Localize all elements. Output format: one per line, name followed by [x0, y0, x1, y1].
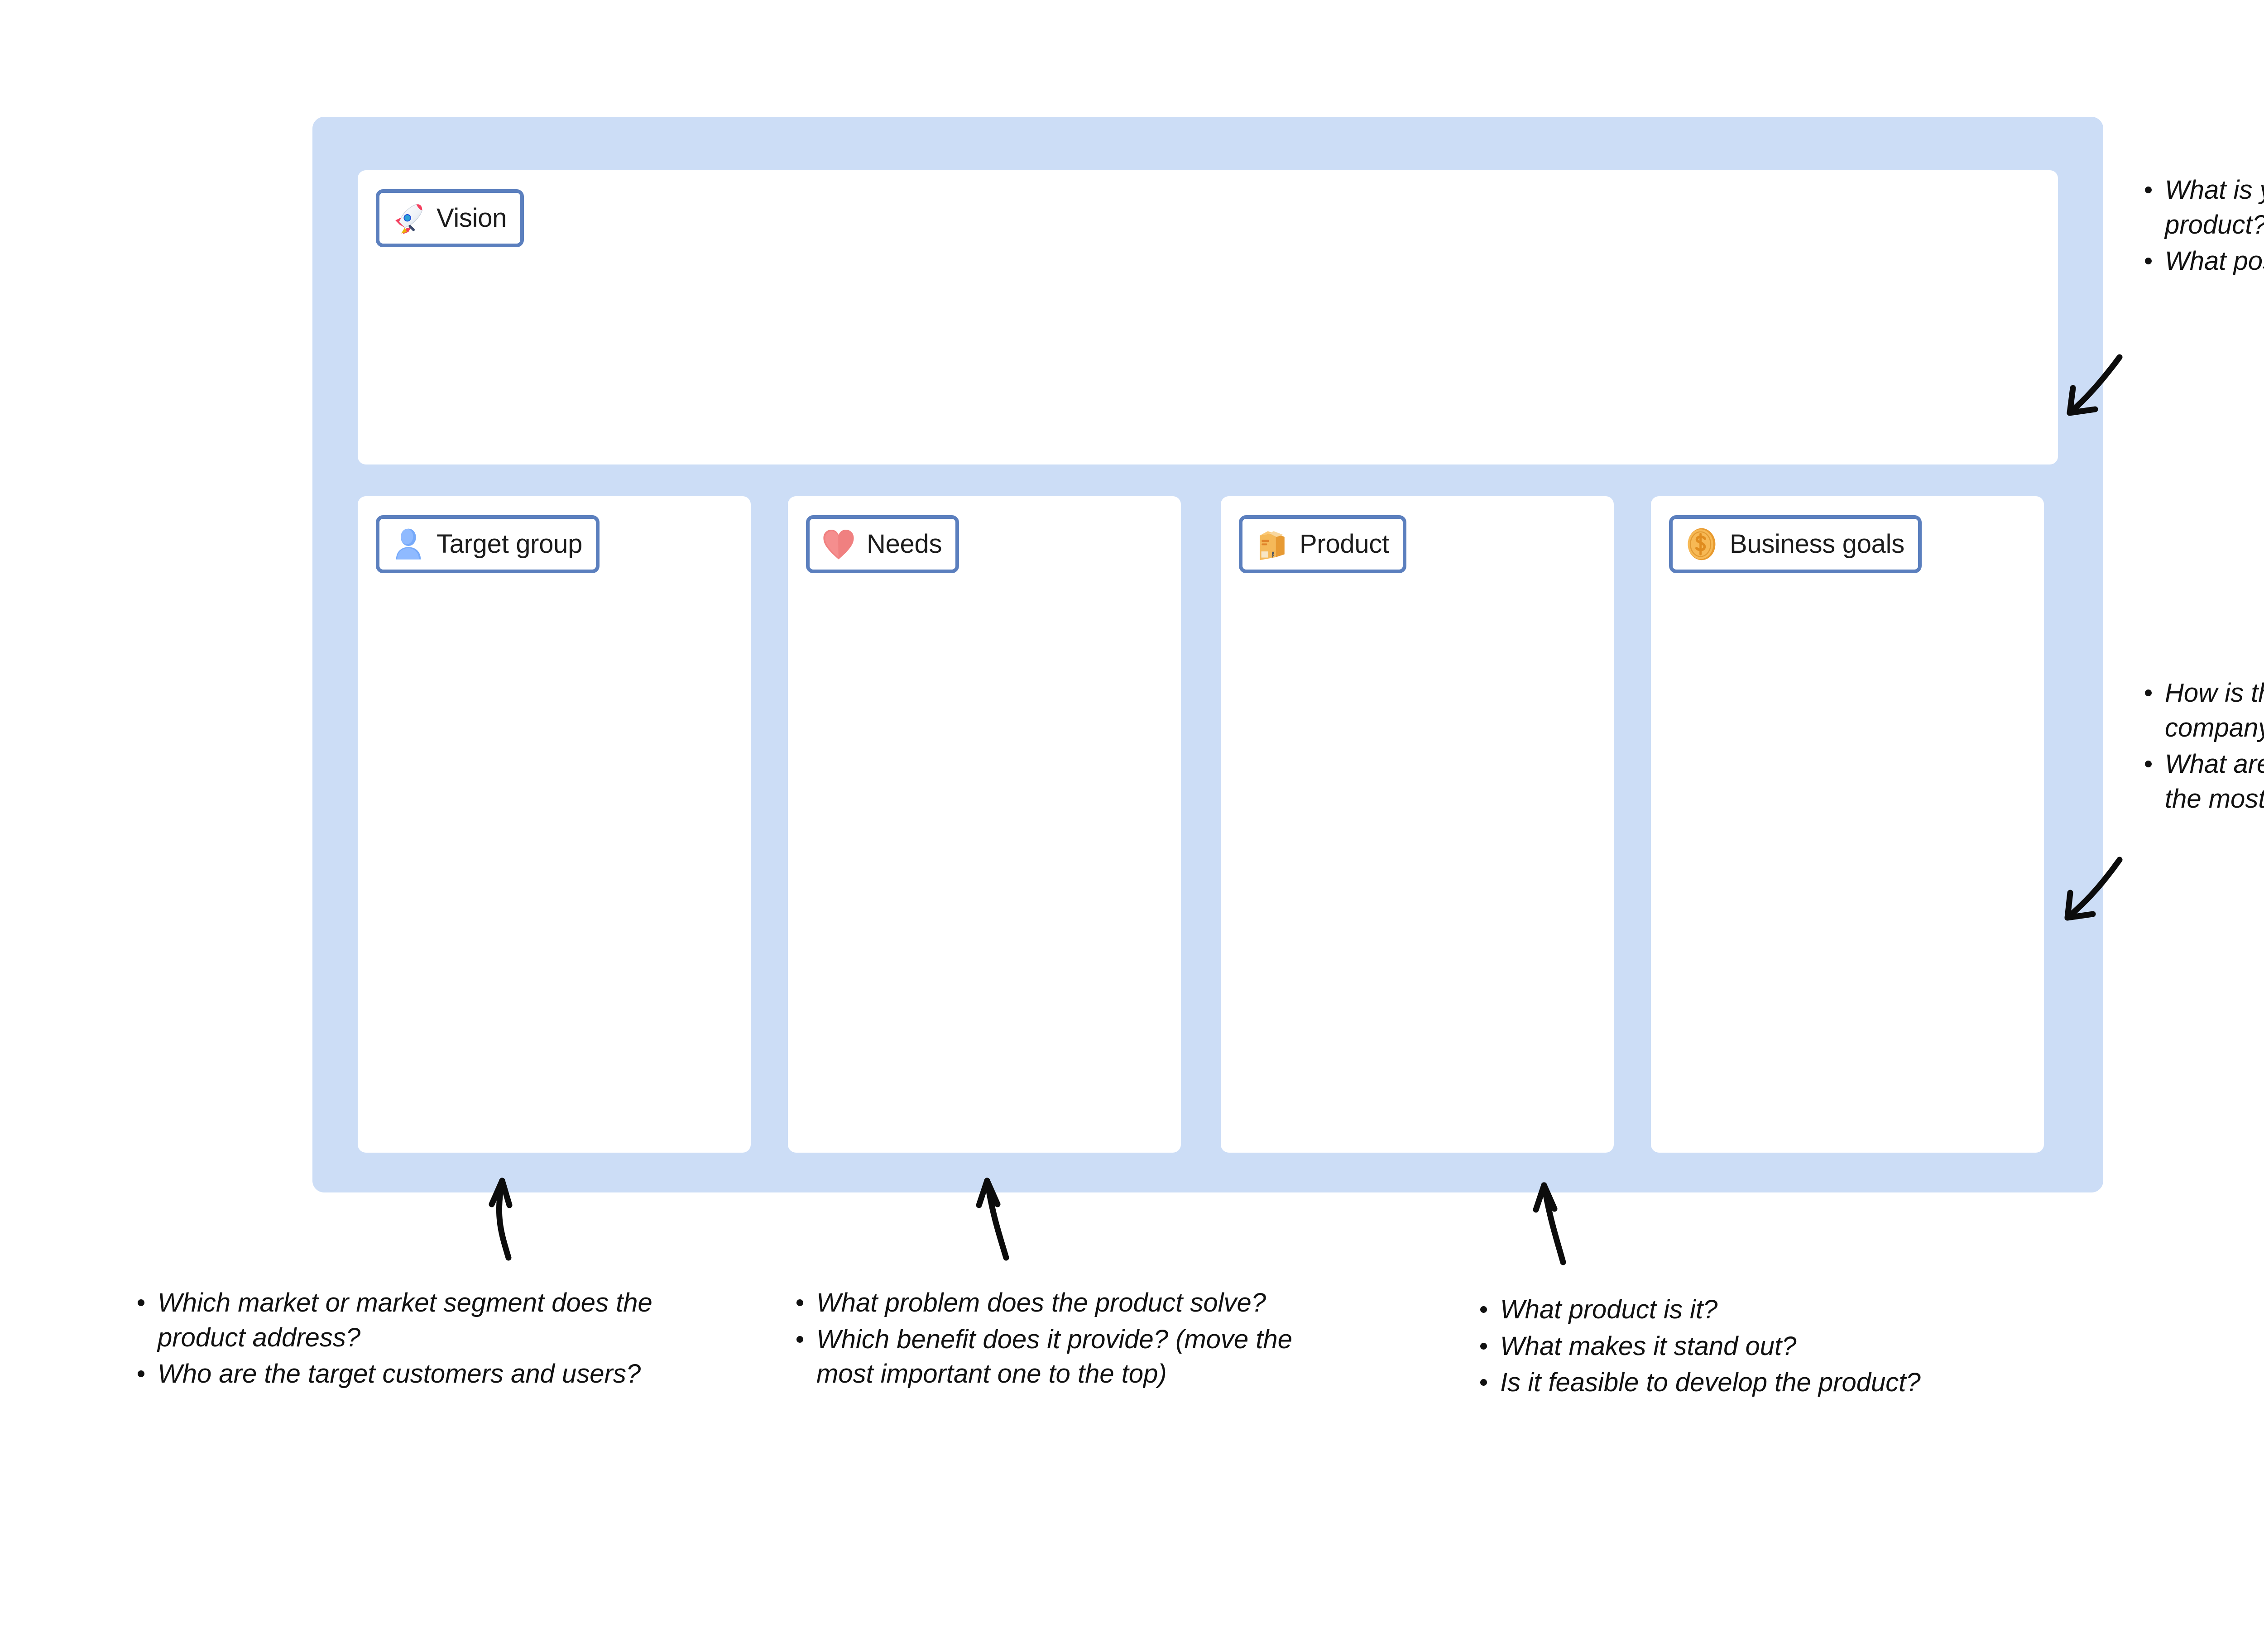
business-goals-card[interactable]: Business goals	[1651, 496, 2044, 1153]
list-item: Is it feasible to develop the product?	[1474, 1365, 1981, 1400]
list-item: What positive change should it create?	[2139, 244, 2264, 279]
business-goals-annotation-list: How is the product going to benefit the …	[2139, 676, 2264, 818]
person-icon	[390, 526, 427, 562]
list-item: Which market or market segment does the …	[131, 1286, 666, 1355]
business-goals-header-chip[interactable]: Business goals	[1669, 515, 1922, 573]
product-title: Product	[1300, 529, 1389, 559]
vision-card[interactable]: Vision	[358, 170, 2058, 464]
rocket-icon	[390, 200, 427, 236]
needs-header-chip[interactable]: Needs	[806, 515, 959, 573]
product-header-chip[interactable]: Product	[1239, 515, 1406, 573]
vision-card-title: Vision	[436, 203, 507, 233]
list-item: Which benefit does it provide? (move the…	[790, 1322, 1320, 1392]
list-item: What product is it?	[1474, 1293, 1981, 1327]
vision-board-panel: Vision Target group	[312, 117, 2103, 1192]
target-group-title: Target group	[436, 529, 583, 559]
needs-card[interactable]: Needs	[788, 496, 1181, 1153]
list-item: What is your motivation for creating the…	[2139, 173, 2264, 242]
package-box-icon	[1253, 526, 1290, 562]
list-item: What are the desired business benefits?(…	[2139, 747, 2264, 816]
target-group-card[interactable]: Target group	[358, 496, 751, 1153]
list-item: What problem does the product solve?	[790, 1286, 1320, 1321]
dollar-coin-icon	[1684, 526, 1720, 562]
business-goals-title: Business goals	[1730, 529, 1904, 559]
product-card[interactable]: Product	[1221, 496, 1614, 1153]
needs-title: Needs	[867, 529, 942, 559]
heart-icon	[820, 526, 857, 562]
list-item: Who are the target customers and users?	[131, 1357, 666, 1392]
list-item: What makes it stand out?	[1474, 1329, 1981, 1364]
vision-annotation-list: What is your motivation for creating the…	[2139, 173, 2264, 281]
list-item: How is the product going to benefit the …	[2139, 676, 2264, 745]
target-group-annotation-list: Which market or market segment does the …	[131, 1286, 666, 1393]
target-group-header-chip[interactable]: Target group	[376, 515, 600, 573]
needs-annotation-list: What problem does the product solve? Whi…	[790, 1286, 1320, 1393]
product-annotation-list: What product is it? What makes it stand …	[1474, 1293, 1981, 1402]
vision-card-header-chip[interactable]: Vision	[376, 189, 524, 247]
product-arrow-icon	[1533, 1182, 1566, 1265]
